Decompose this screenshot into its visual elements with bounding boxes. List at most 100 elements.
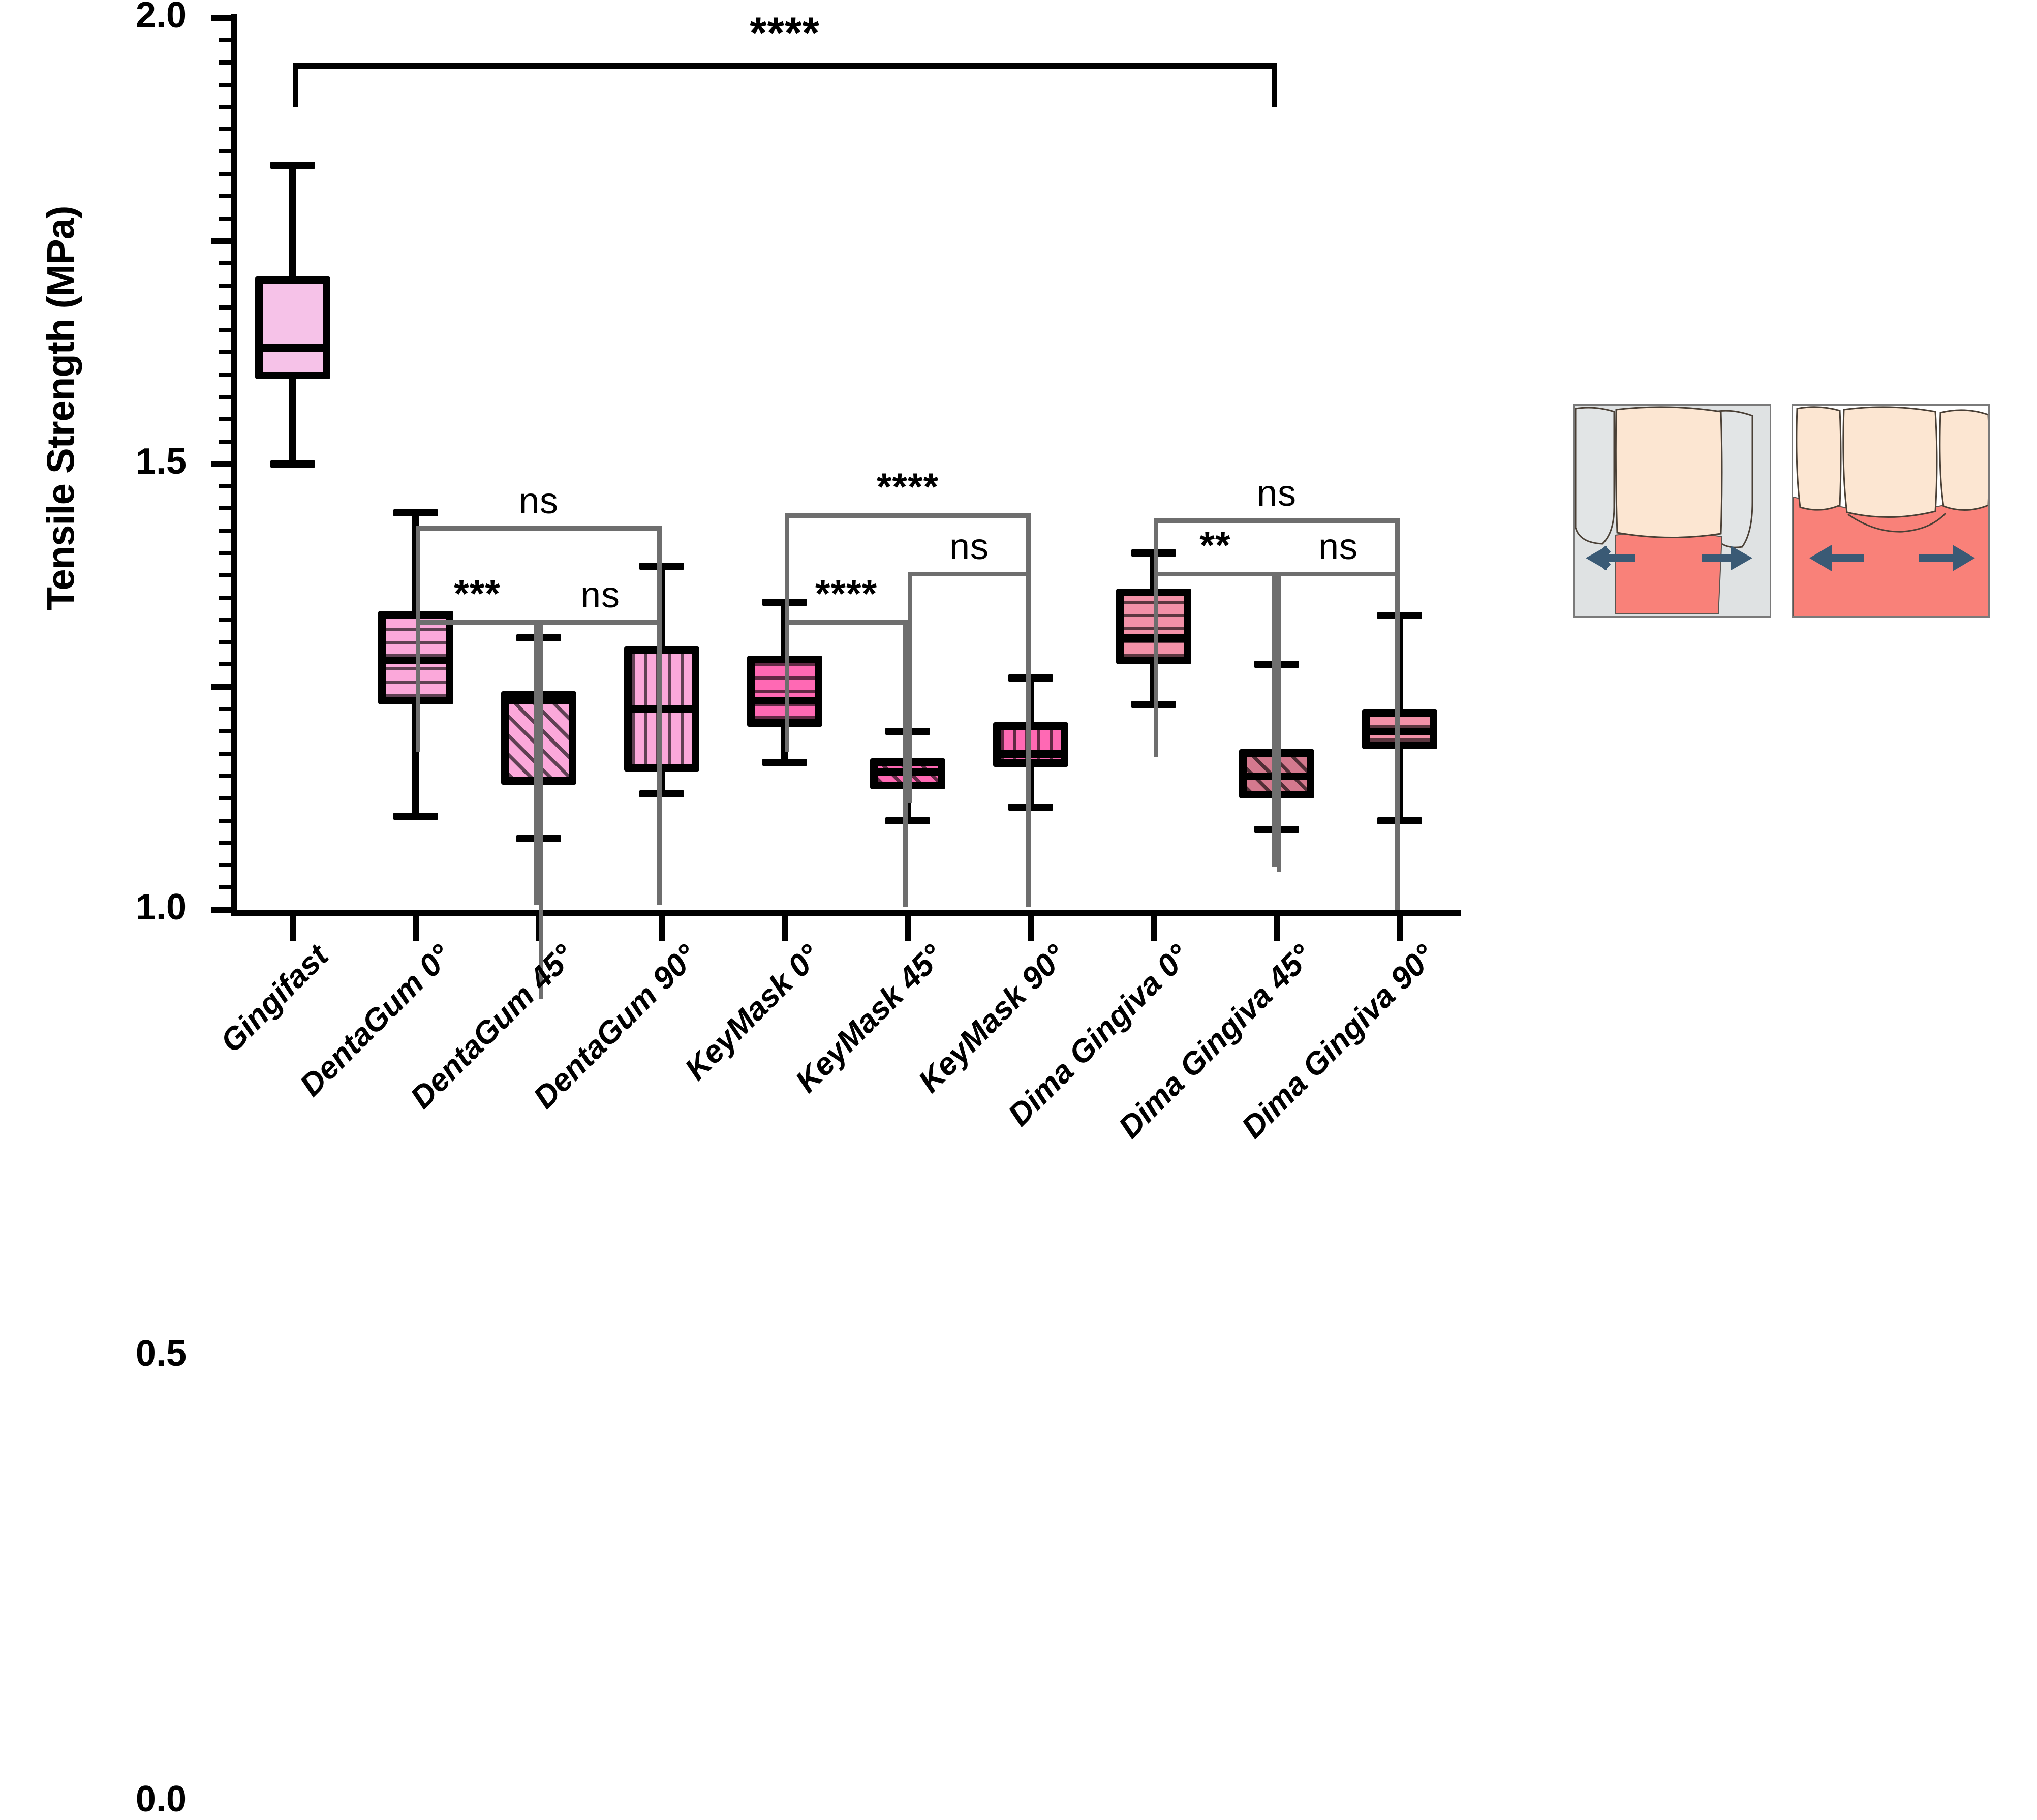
whisker-cap-lower — [762, 759, 808, 766]
y-tick-minor — [219, 707, 231, 712]
whisker-cap-lower — [1008, 804, 1054, 811]
y-tick-minor — [219, 305, 231, 310]
significance-label: *** — [454, 572, 501, 615]
y-tick-minor — [219, 261, 231, 265]
whisker-cap-upper — [270, 161, 316, 169]
bracket-bar — [1154, 572, 1277, 576]
x-tick — [659, 916, 665, 941]
whisker-upper — [289, 165, 296, 276]
bracket-leg-right — [534, 620, 539, 905]
whisker-cap-lower — [270, 460, 316, 468]
bracket-leg-left — [1154, 518, 1158, 757]
y-tick-label: 2.0 — [135, 0, 187, 36]
x-axis-label-0: Gingifast — [213, 938, 335, 1060]
y-axis-line — [231, 14, 237, 913]
y-tick-minor — [219, 640, 231, 644]
y-tick-minor — [219, 127, 231, 132]
tooth-illustration-strip — [1575, 406, 1770, 616]
bracket-bar — [908, 572, 1031, 576]
y-tick-minor — [219, 105, 231, 109]
box-iqr — [993, 722, 1068, 767]
y-tick-minor — [219, 506, 231, 511]
y-tick-minor — [219, 328, 231, 332]
y-tick-minor — [219, 417, 231, 421]
boxplot-4 — [747, 18, 822, 910]
y-tick-minor — [219, 149, 231, 154]
tooth-panel-right — [1792, 404, 1990, 618]
whisker-cap-lower — [885, 817, 931, 824]
bracket-bar — [1277, 572, 1400, 576]
x-axis-line — [231, 910, 1461, 916]
bracket-leg-left — [293, 63, 298, 107]
gingiva-margin-line — [1847, 512, 1947, 533]
boxplot-3 — [624, 18, 699, 910]
y-tick-minor — [219, 662, 231, 667]
y-tick-major: 2.0 — [136, 0, 231, 36]
y-tick-minor — [219, 863, 231, 868]
x-tick — [905, 916, 911, 941]
significance-label: **** — [750, 9, 820, 57]
y-tick-minor — [219, 38, 231, 42]
bracket-leg-left — [785, 513, 789, 752]
y-tick-minor — [219, 484, 231, 488]
tooth-left-full — [1796, 406, 1842, 511]
y-tick-major: 1.0 — [136, 461, 231, 928]
significance-label: ns — [518, 481, 559, 521]
bracket-leg-left — [908, 572, 912, 803]
whisker-cap-upper — [393, 509, 439, 517]
y-tick-minor — [219, 729, 231, 733]
tooth-diagram-inset — [1573, 404, 1995, 628]
bracket-leg-right — [1026, 572, 1031, 907]
whisker-cap-lower — [1377, 817, 1423, 824]
significance-label: ns — [949, 527, 990, 567]
whisker-lower — [289, 379, 296, 464]
boxplot-7 — [1116, 18, 1191, 910]
bracket-bar — [416, 526, 662, 531]
y-tick-minor — [219, 796, 231, 800]
tooth-center-full — [1842, 406, 1938, 518]
boxplot-6 — [993, 18, 1068, 910]
median-line — [624, 705, 699, 714]
force-arrow-left — [1586, 546, 1635, 570]
y-tick-minor — [219, 194, 231, 198]
bracket-leg-right — [1272, 572, 1277, 867]
significance-label: ns — [580, 575, 621, 615]
significance-label: ns — [1318, 527, 1359, 567]
y-tick-minor — [219, 283, 231, 288]
bracket-leg-right — [1395, 572, 1400, 767]
x-tick — [782, 916, 788, 941]
y-tick-minor — [219, 818, 231, 823]
tooth-center — [1615, 406, 1723, 539]
x-tick — [1274, 916, 1280, 941]
x-tick — [413, 916, 419, 941]
y-tick-minor — [219, 172, 231, 176]
median-line — [993, 750, 1068, 758]
force-arrow-right — [1702, 546, 1752, 570]
force-arrow-left-full — [1809, 545, 1864, 571]
gingiva-strip — [1615, 531, 1723, 614]
tooth-illustration-full — [1793, 406, 1988, 616]
bracket-leg-right — [903, 620, 908, 907]
tooth-side-left — [1575, 407, 1615, 545]
y-tick-minor — [219, 60, 231, 65]
whisker-cap-upper — [1008, 674, 1054, 682]
y-tick-minor — [219, 394, 231, 399]
significance-label: **** — [815, 572, 878, 615]
whisker-cap-upper — [639, 563, 685, 570]
y-tick-label: 0.5 — [135, 1333, 187, 1374]
y-tick-minor — [219, 774, 231, 778]
bracket-leg-left — [416, 526, 420, 752]
y-tick-minor — [219, 373, 231, 377]
tooth-panel-left — [1573, 404, 1771, 618]
median-line — [1362, 728, 1437, 735]
x-tick — [1028, 916, 1034, 941]
y-tick-minor — [219, 350, 231, 355]
y-tick-major: 1.5 — [136, 238, 231, 482]
y-tick-major: 0.5 — [136, 684, 231, 1374]
x-tick — [1397, 916, 1403, 941]
y-tick-minor — [219, 595, 231, 600]
y-tick-minor — [219, 573, 231, 577]
x-tick — [1151, 916, 1157, 941]
y-tick-minor — [219, 618, 231, 622]
